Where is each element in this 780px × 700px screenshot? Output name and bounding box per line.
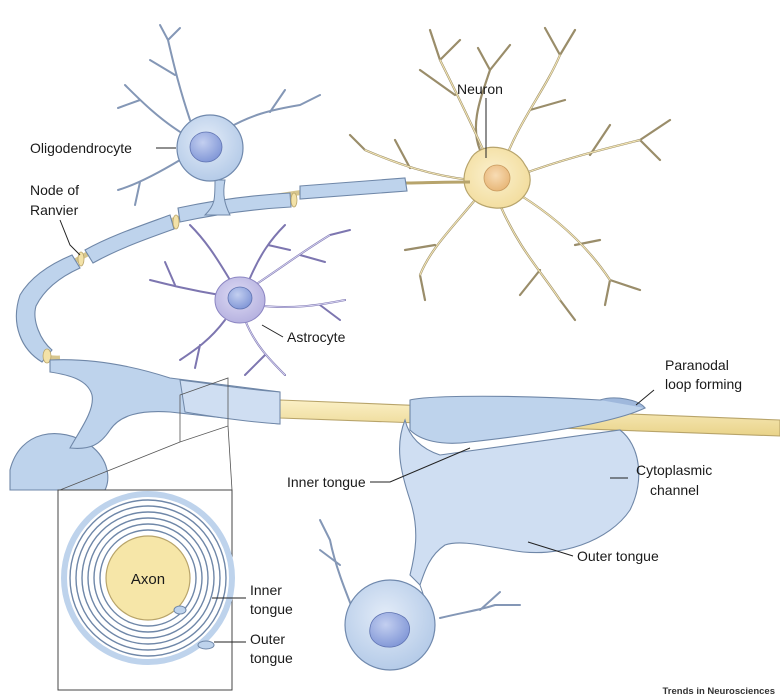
- label-outer-tongue: Outer tongue: [577, 548, 659, 564]
- myelin-lamellae: [69, 499, 227, 657]
- cross-section-inset: [57, 425, 235, 691]
- myelin-segment: [299, 177, 408, 200]
- myelin-segment: [177, 192, 292, 223]
- oligodendrocyte: [117, 24, 321, 216]
- label-node-of-ranvier-2: Ranvier: [30, 202, 79, 218]
- label-cytoplasmic-1: Cytoplasmic: [636, 462, 712, 478]
- myelin-segment: [15, 254, 81, 363]
- astrocyte: [149, 224, 351, 376]
- cytoplasmic-sheet: [399, 418, 640, 587]
- myelinating-oligodendrocyte: [319, 395, 647, 671]
- credit-text: Trends in Neurosciences: [663, 686, 775, 697]
- label-astrocyte: Astrocyte: [287, 329, 346, 345]
- neuron: [348, 26, 672, 322]
- inset-label-inner-2: tongue: [250, 601, 293, 617]
- astrocyte-nucleus: [227, 286, 253, 310]
- label-oligodendrocyte: Oligodendrocyte: [30, 140, 132, 156]
- inset-label-outer-1: Outer: [250, 631, 285, 647]
- label-cytoplasmic-2: channel: [650, 482, 699, 498]
- myelinating-oligodendrocyte-nucleus: [369, 612, 410, 648]
- inset-label-outer-2: tongue: [250, 650, 293, 666]
- label-neuron: Neuron: [457, 81, 503, 97]
- leader-lines: [59, 98, 655, 643]
- myelinated-axon: [15, 177, 408, 364]
- label-node-of-ranvier-1: Node of: [30, 182, 79, 198]
- myelin-segment: [84, 214, 175, 264]
- inset-label-axon: Axon: [131, 571, 165, 588]
- labels: Oligodendrocyte Node of Ranvier Neuron A…: [30, 81, 775, 697]
- neuron-nucleus: [483, 164, 511, 192]
- label-paranodal-2: loop forming: [665, 376, 742, 392]
- inset-label-inner-1: Inner: [250, 582, 282, 598]
- label-inner-tongue: Inner tongue: [287, 474, 366, 490]
- axon-cross-section: [105, 535, 191, 621]
- oligodendrocyte-nucleus: [189, 131, 223, 163]
- label-paranodal-1: Paranodal: [665, 357, 729, 373]
